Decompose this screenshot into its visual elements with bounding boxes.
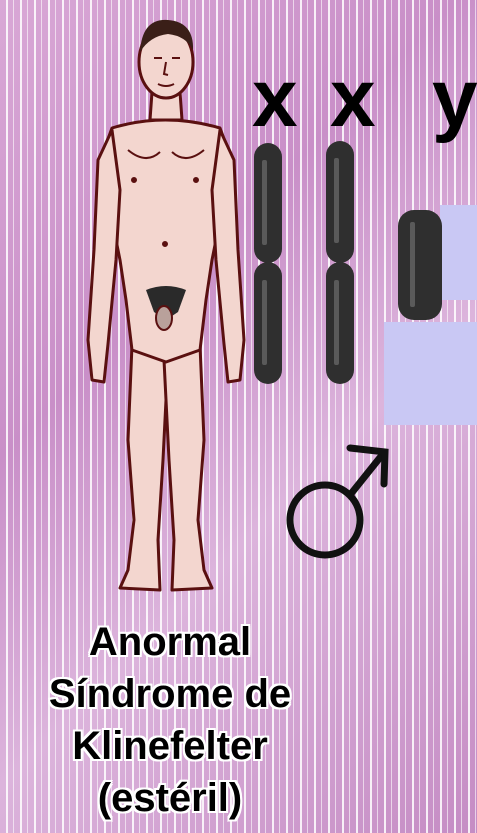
mars-symbol-icon [290, 448, 385, 555]
genitals [156, 306, 172, 330]
caption-line-2: Síndrome de [0, 672, 340, 716]
caption-line-3: Klinefelter [0, 724, 340, 768]
caption-line-4: (estéril) [0, 776, 340, 820]
caption-line-1: Anormal [0, 620, 340, 664]
x-chromosome-1 [254, 143, 282, 384]
y-chromosome [398, 210, 442, 320]
x-chromosome-2 [326, 141, 354, 384]
